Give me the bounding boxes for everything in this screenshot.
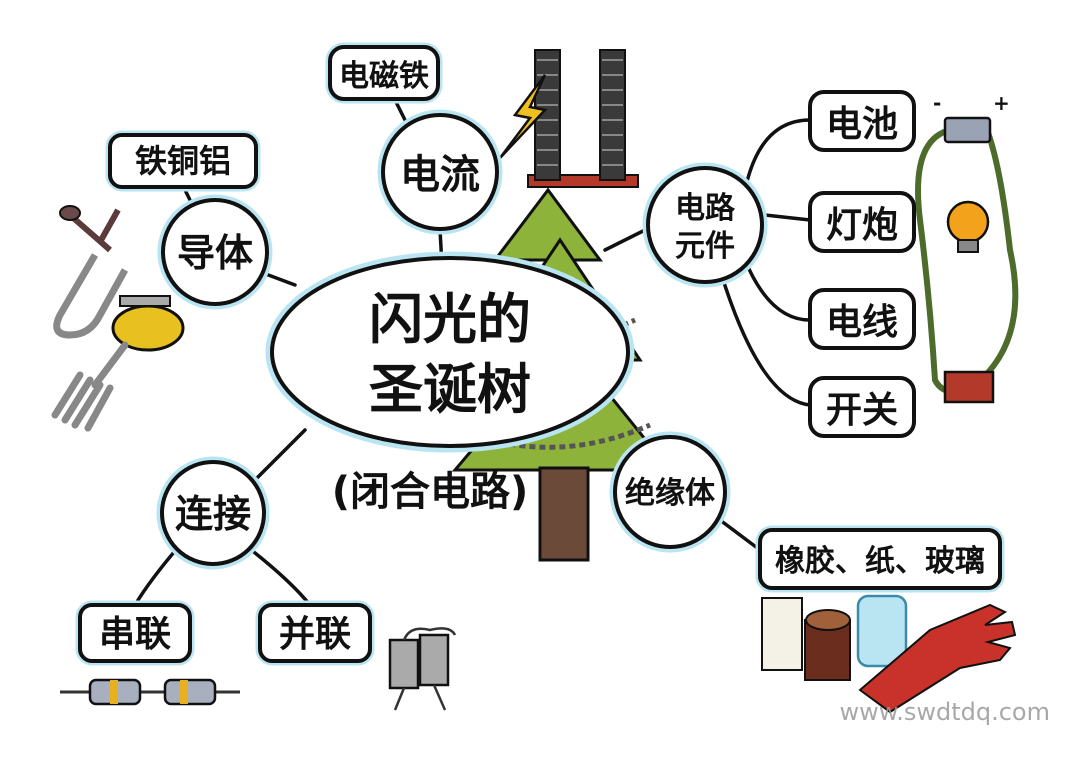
glass-icon	[856, 594, 908, 668]
rubber-glove-icon	[858, 603, 1017, 714]
battery-minus-sign: -	[933, 91, 941, 115]
insulator-objects-illustration	[761, 594, 1017, 714]
line-conn-series	[133, 543, 182, 607]
node-components: 电路 元件	[642, 162, 768, 288]
battery-icon	[943, 116, 992, 144]
paper-icon	[761, 597, 803, 671]
electromagnet-illustration	[499, 49, 639, 188]
line-comp-switch	[718, 268, 812, 407]
leaf-battery-label: 电池	[826, 104, 898, 145]
leaf-bulb-label: 灯炮	[826, 205, 898, 246]
line-conductor-metals	[183, 188, 192, 202]
nail-icon	[59, 205, 121, 253]
leaf-switch-label: 开关	[826, 390, 898, 431]
circuit-illustration: - +	[915, 91, 1019, 404]
leaf-bulb: 灯炮	[808, 191, 916, 253]
leaf-metals-label: 铁铜铝	[135, 142, 231, 180]
paperclip-icon	[53, 253, 129, 339]
leaf-electromagnet-label: 电磁铁	[339, 59, 429, 94]
series-resistors-illustration	[60, 678, 240, 706]
leaf-wire: 电线	[808, 288, 916, 350]
fork-icon	[51, 341, 129, 432]
leaf-series: 串联	[75, 600, 195, 666]
node-connection-label: 连接	[175, 492, 251, 536]
leaf-parallel: 并联	[255, 600, 375, 666]
battery-plus-sign: +	[993, 91, 1010, 115]
node-components-label-line1: 电路	[675, 191, 736, 226]
bulb-icon	[946, 200, 990, 244]
key-icon	[111, 295, 185, 352]
leaf-battery: 电池	[808, 90, 916, 152]
node-conductor: 导体	[157, 194, 273, 310]
node-connection: 连接	[156, 456, 270, 570]
line-insulator-materials	[718, 518, 762, 552]
leaf-series-label: 串联	[99, 614, 171, 655]
node-conductor-label: 导体	[177, 231, 253, 275]
conductor-objects-illustration	[51, 205, 185, 432]
wood-icon	[804, 609, 851, 681]
watermark: www.swdtdq.com	[840, 698, 1050, 726]
leaf-metals: 铁铜铝	[105, 130, 261, 192]
line-center-connection	[253, 428, 307, 482]
node-current: 电流	[377, 109, 503, 235]
node-components-label-line2: 元件	[675, 229, 735, 264]
line-comp-battery	[743, 118, 812, 192]
leaf-insulator-materials: 橡胶、纸、玻璃	[755, 525, 1005, 593]
center-title-line2: 圣诞树	[369, 358, 531, 421]
center-title-line1: 闪光的	[369, 288, 531, 351]
leaf-insulator-materials-label: 橡胶、纸、玻璃	[775, 544, 985, 579]
leaf-wire-label: 电线	[826, 302, 898, 343]
node-insulator: 绝缘体	[609, 431, 731, 553]
parallel-batteries-illustration	[388, 627, 457, 711]
node-current-label: 电流	[400, 152, 480, 198]
switch-icon	[943, 370, 995, 404]
leaf-electromagnet: 电磁铁	[325, 42, 443, 104]
line-conn-parallel	[243, 543, 312, 607]
leaf-parallel-label: 并联	[279, 614, 351, 655]
center-node: 闪光的 圣诞树	[265, 251, 635, 453]
line-comp-wire	[743, 258, 812, 322]
center-subtitle: (闭合电路)	[332, 469, 529, 515]
leaf-switch: 开关	[808, 376, 916, 438]
node-insulator-label: 绝缘体	[625, 476, 716, 511]
line-comp-bulb	[763, 213, 812, 222]
